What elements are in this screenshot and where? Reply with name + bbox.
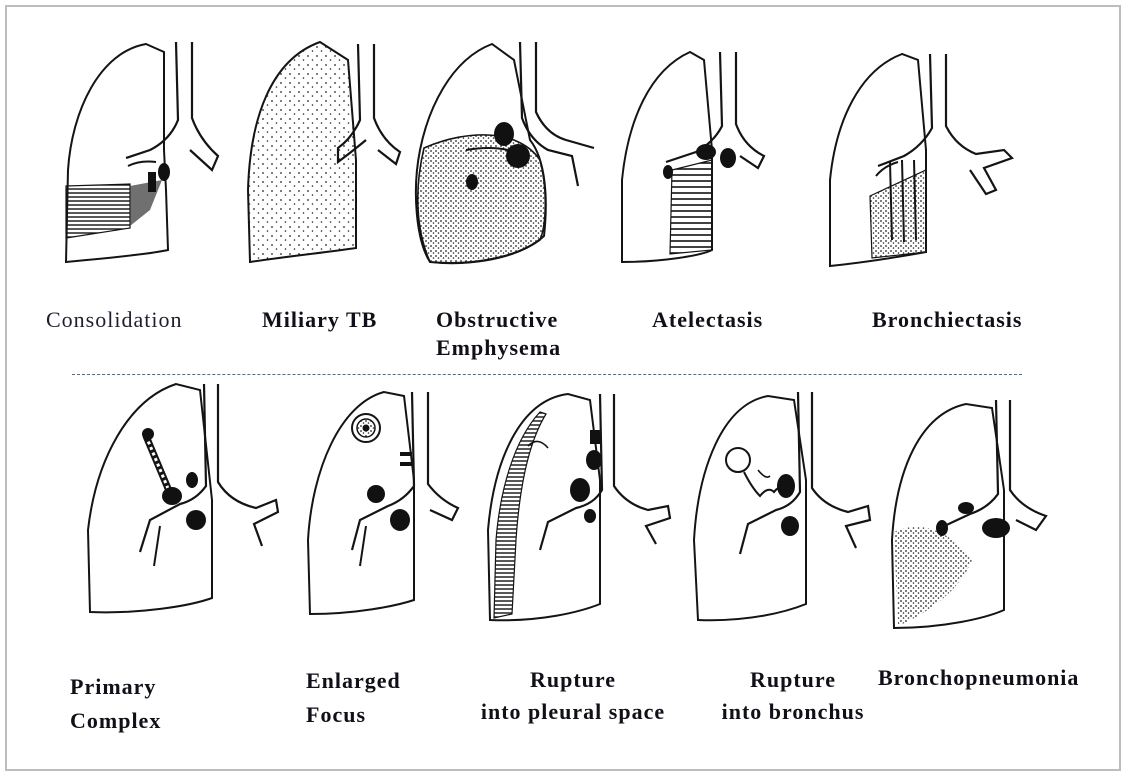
label-consolidation: Consolidation (46, 306, 182, 334)
lung-rupture-pleural (488, 394, 670, 620)
lung-atelectasis (622, 52, 764, 262)
label-enlarged-focus: Enlarged Focus (306, 664, 401, 732)
label-bronchiectasis: Bronchiectasis (872, 306, 1022, 334)
label-bronchopneumonia: Bronchopneumonia (878, 664, 1079, 692)
label-atelectasis: Atelectasis (652, 306, 763, 334)
label-rupture-bronchus: Rupture into bronchus (712, 664, 874, 728)
lung-bronchiectasis (830, 54, 1012, 266)
lung-enlarged-focus (308, 392, 458, 614)
label-rupture-pleural: Rupture into pleural space (478, 664, 668, 728)
label-primary-complex: Primary Complex (70, 670, 161, 738)
lung-consolidation (66, 42, 218, 262)
lung-rupture-bronchus (694, 392, 870, 620)
label-obstructive-emphysema: Obstructive Emphysema (436, 306, 561, 362)
lung-miliary-tb (248, 42, 400, 262)
lung-obstructive-emphysema (416, 42, 594, 263)
row-divider (72, 374, 1022, 375)
label-miliary-tb: Miliary TB (262, 306, 377, 334)
lung-bronchopneumonia (892, 400, 1046, 628)
lung-primary-complex (88, 384, 278, 612)
